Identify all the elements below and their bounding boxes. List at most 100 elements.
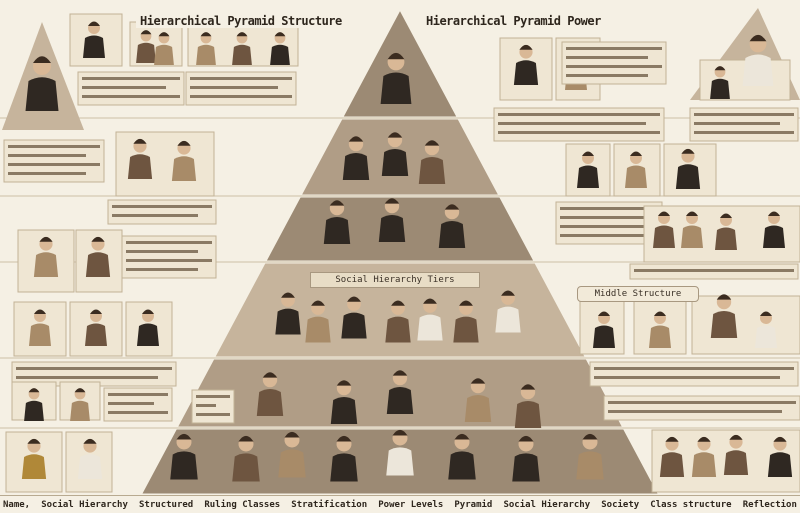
figure-hair <box>336 380 352 386</box>
figure-body <box>170 451 198 480</box>
right-tier-label: Middle Structure <box>577 286 699 302</box>
figure-hair <box>598 311 610 316</box>
footer-word: Society <box>601 499 640 510</box>
figure-body <box>386 387 414 414</box>
text-placeholder-line <box>16 367 172 370</box>
figure-body <box>417 314 443 341</box>
text-placeholder-line <box>190 95 292 98</box>
figure-body <box>742 54 774 86</box>
figure-hair <box>91 236 105 242</box>
text-placeholder-line <box>560 234 644 237</box>
footer-word: Class structure <box>650 499 732 510</box>
figure-body <box>270 44 290 65</box>
figure-body <box>513 60 539 85</box>
figure-body <box>767 452 793 477</box>
figure-hair <box>582 151 594 156</box>
figure-body <box>418 157 446 184</box>
figure-body <box>576 451 604 480</box>
figure-hair <box>88 21 100 26</box>
figure-body <box>275 308 301 335</box>
text-placeholder-line <box>566 65 662 68</box>
text-placeholder-line <box>16 376 158 379</box>
footer-word: Structured <box>139 499 194 510</box>
figure-body <box>29 323 51 346</box>
figure-hair <box>27 438 41 444</box>
text-placeholder-line <box>126 259 212 262</box>
figure-body <box>330 453 358 482</box>
text-placeholder-line <box>82 86 166 89</box>
text-placeholder-line <box>190 77 292 80</box>
text-placeholder-line <box>694 113 794 116</box>
figure-hair <box>714 66 726 71</box>
figure-hair <box>749 34 767 42</box>
figure-body <box>77 454 103 479</box>
figure-hair <box>348 136 364 142</box>
figure-hair <box>142 309 154 314</box>
text-placeholder-line <box>594 367 794 370</box>
figure-hair <box>284 431 300 438</box>
text-placeholder-line <box>126 241 212 244</box>
figure-hair <box>392 370 408 376</box>
text-placeholder-line <box>196 413 230 416</box>
text-placeholder-line <box>634 269 794 272</box>
figure-body <box>305 316 331 343</box>
footer-word: Social Hierarchy <box>503 499 591 510</box>
text-placeholder-line <box>126 250 198 253</box>
figure-hair <box>262 372 278 378</box>
figure-hair <box>630 151 642 156</box>
figure-hair <box>329 200 345 206</box>
figure-body <box>512 453 540 482</box>
figure-hair <box>274 32 286 37</box>
figure-hair <box>470 378 486 384</box>
figure-hair <box>236 32 248 37</box>
figure-body <box>232 44 252 65</box>
figure-body <box>675 164 701 189</box>
figure-body <box>659 452 685 477</box>
figure-body <box>710 311 738 338</box>
figure-body <box>681 225 703 248</box>
figure-body <box>464 395 492 422</box>
figure-hair <box>238 435 254 442</box>
figure-hair <box>519 44 533 50</box>
figure-hair <box>520 384 536 390</box>
figure-hair <box>200 32 212 37</box>
figure-body <box>577 165 599 188</box>
text-placeholder-line <box>8 145 100 148</box>
figure-body <box>715 227 737 250</box>
figure-hair <box>384 198 400 204</box>
figure-body <box>127 154 153 179</box>
figure-body <box>453 316 479 343</box>
text-placeholder-line <box>566 47 662 50</box>
text-placeholder-line <box>498 113 660 116</box>
text-placeholder-line <box>566 74 648 77</box>
figure-hair <box>697 436 711 442</box>
text-placeholder-line <box>8 163 100 166</box>
figure-body <box>25 77 59 111</box>
side-panel <box>691 295 800 355</box>
figure-hair <box>686 211 698 216</box>
figure-body <box>448 451 476 480</box>
figure-body <box>625 165 647 188</box>
figure-hair <box>716 294 732 300</box>
side-panel <box>107 199 217 225</box>
figure-hair <box>773 436 787 442</box>
figure-hair <box>424 140 440 146</box>
footer-word: Power Levels <box>378 499 444 510</box>
right-title: Hierarchical Pyramid Power <box>422 14 605 28</box>
text-placeholder-line <box>196 395 230 398</box>
figure-body <box>323 217 351 244</box>
figure-body <box>710 78 730 99</box>
text-placeholder-line <box>126 268 198 271</box>
text-placeholder-line <box>112 214 198 217</box>
figure-body <box>514 401 542 428</box>
text-placeholder-line <box>560 207 658 210</box>
text-placeholder-line <box>108 393 168 396</box>
figure-body <box>593 325 615 348</box>
figure-hair <box>423 298 437 304</box>
center-tier-label: Social Hierarchy Tiers <box>310 272 480 288</box>
footer-word: Ruling Classes <box>204 499 281 510</box>
figure-hair <box>654 311 666 316</box>
figure-body <box>755 325 777 348</box>
figure-body <box>649 325 671 348</box>
